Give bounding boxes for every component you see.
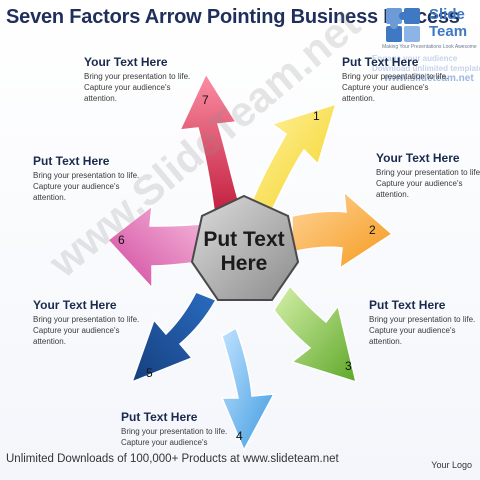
slide-title: Seven Factors Arrow Pointing Business Pr…	[6, 6, 460, 28]
your-logo-placeholder: Your Logo	[431, 460, 472, 470]
text-block-line: Bring your presentation to life.	[342, 72, 449, 81]
text-block-line: Bring your presentation to life.	[33, 315, 140, 324]
text-block-1: Put Text Here Bring your presentation to…	[342, 55, 454, 104]
text-block-line: attention.	[33, 193, 66, 202]
step-number-2: 2	[369, 223, 376, 237]
center-heptagon	[190, 194, 300, 301]
text-block-line: attention.	[342, 94, 375, 103]
text-block-6: Put Text Here Bring your presentation to…	[33, 154, 145, 203]
text-block-heading: Put Text Here	[33, 154, 110, 168]
text-block-line: Bring your presentation to life.	[121, 427, 228, 436]
text-block-heading: Put Text Here	[369, 298, 446, 312]
text-block-heading: Put Text Here	[342, 55, 419, 69]
text-block-line: Capture your audience's	[84, 83, 171, 92]
text-block-line: Bring your presentation to life.	[84, 72, 191, 81]
text-block-4: Put Text Here Bring your presentation to…	[121, 410, 233, 448]
text-block-line: Bring your presentation to life.	[33, 171, 140, 180]
step-number-3: 3	[345, 359, 352, 373]
text-block-line: Capture your audience's	[33, 326, 120, 335]
arrow-3	[273, 284, 358, 384]
slideteam-logo: Slide Team Making Your Presentations Loo…	[382, 2, 478, 50]
text-block-line: Capture your audience's	[342, 83, 429, 92]
text-block-line: Capture your audience's	[121, 438, 208, 447]
step-number-7: 7	[202, 93, 209, 107]
watermark-line: Download unlimited templates	[372, 64, 480, 73]
logo-word-slide: Slide	[429, 6, 465, 23]
arrow-5	[130, 291, 218, 384]
text-block-heading: Your Text Here	[84, 55, 168, 69]
text-block-heading: Your Text Here	[33, 298, 117, 312]
step-number-1: 1	[313, 109, 320, 123]
step-number-6: 6	[118, 233, 125, 247]
center-label-line2: Here	[220, 252, 268, 275]
text-block-line: attention.	[84, 94, 117, 103]
text-block-line: Capture your audience's	[33, 182, 120, 191]
text-block-2: Your Text Here Bring your presentation t…	[376, 151, 480, 200]
logo-tagline: Making Your Presentations Look Awesome	[382, 44, 477, 50]
text-block-line: Bring your presentation to life.	[376, 168, 480, 177]
center-label-line1: Put Text	[203, 228, 285, 251]
text-block-line: Bring your presentation to life.	[369, 315, 476, 324]
text-block-line: attention.	[376, 190, 409, 199]
arrow-2	[291, 190, 394, 270]
text-block-5: Your Text Here Bring your presentation t…	[33, 298, 145, 347]
text-block-heading: Put Text Here	[121, 410, 198, 424]
text-block-line: Capture your audience's	[376, 179, 463, 188]
text-block-line: Capture your audience's	[369, 326, 456, 335]
watermark-line: www.slideteam.net	[384, 73, 474, 84]
step-number-5: 5	[146, 366, 153, 380]
arrow-6	[106, 204, 201, 290]
watermark-line: Engage your audience	[372, 54, 458, 63]
text-block-heading: Your Text Here	[376, 151, 460, 165]
text-block-line: attention.	[33, 337, 66, 346]
step-number-4: 4	[236, 429, 243, 443]
text-block-7: Your Text Here Bring your presentation t…	[84, 55, 196, 104]
footer-downloads-text: Unlimited Downloads of 100,000+ Products…	[6, 453, 339, 465]
puzzle-logo-icon	[386, 8, 420, 42]
logo-word-team: Team	[429, 23, 468, 40]
arrow-4	[220, 326, 276, 452]
center-label: Put Text Here	[194, 228, 294, 276]
text-block-line: attention.	[369, 337, 402, 346]
text-block-3: Put Text Here Bring your presentation to…	[369, 298, 480, 347]
arrow-1	[249, 102, 338, 215]
arrow-7	[178, 72, 241, 211]
